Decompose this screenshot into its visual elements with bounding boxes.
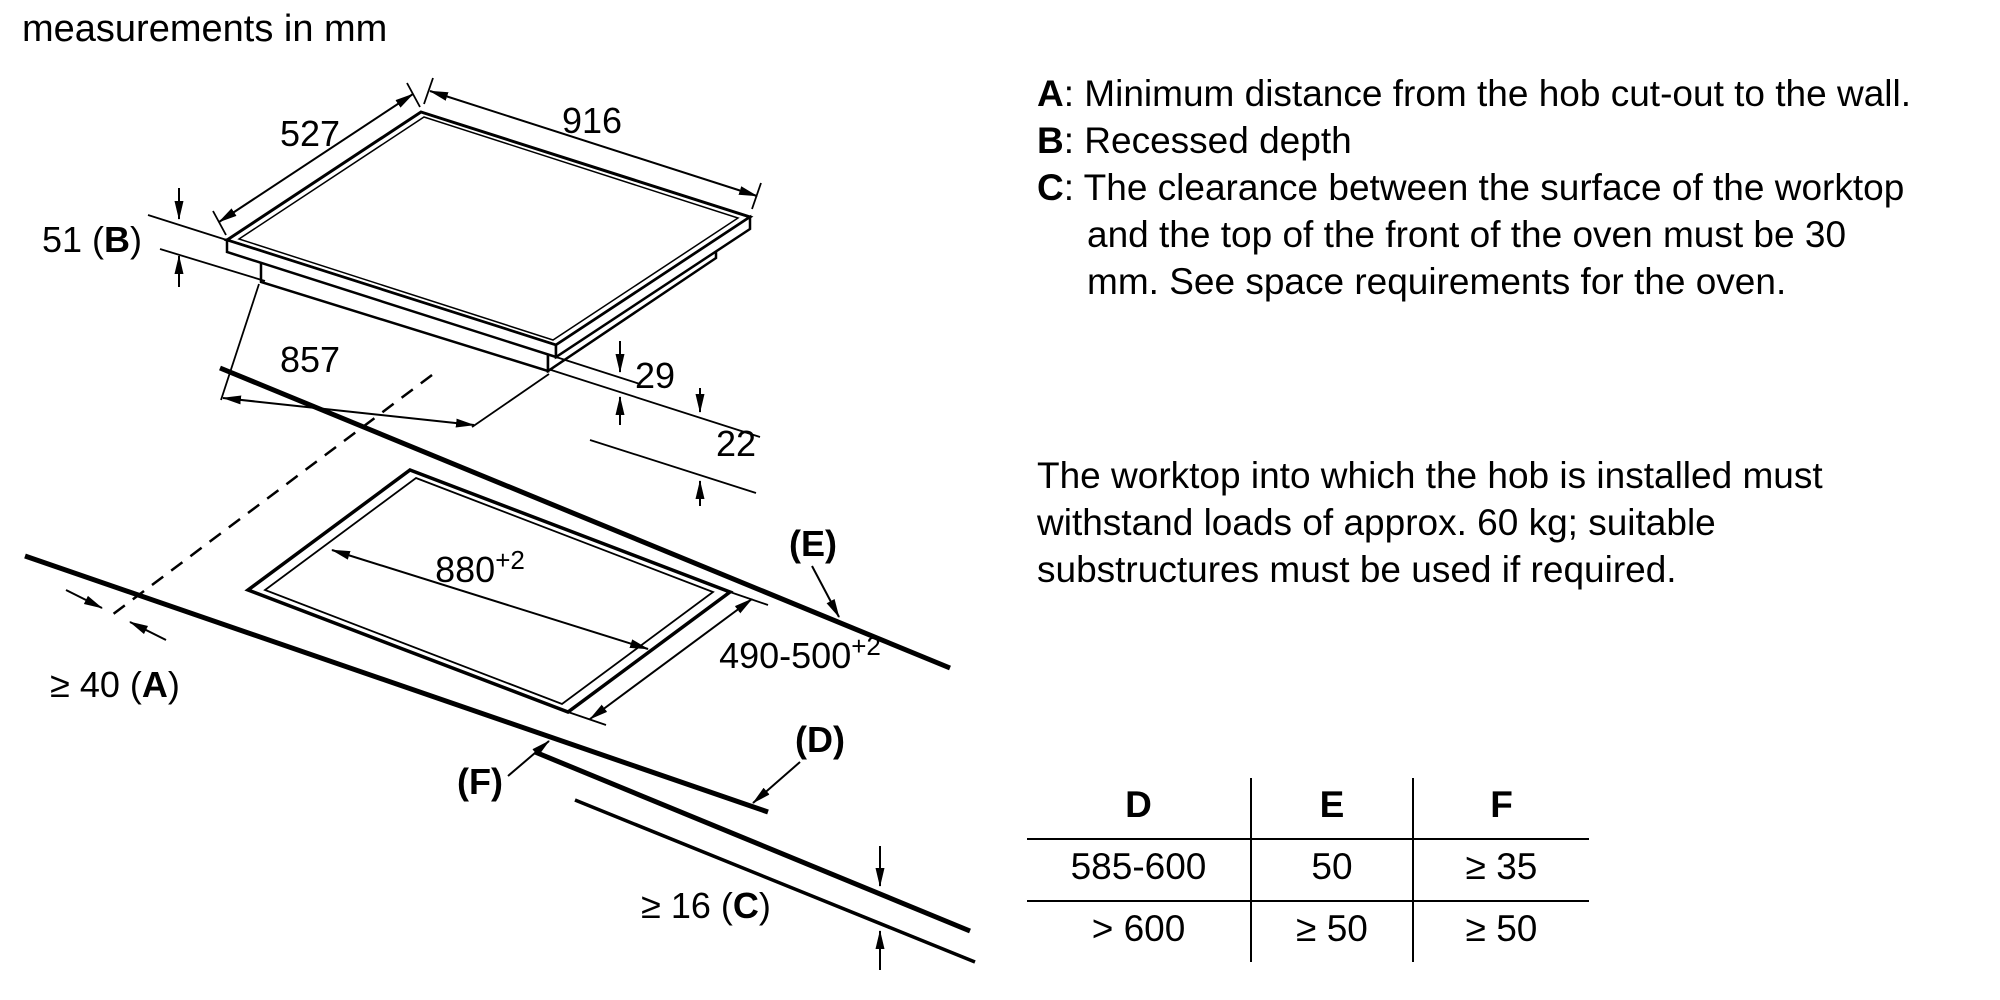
legend-item-A: A: Minimum distance from the hob cut-out… (1037, 70, 1917, 117)
callout-F: (F) (457, 740, 550, 802)
cutout-inner-edge (263, 476, 715, 706)
dim-916-label: 916 (562, 100, 622, 141)
table-cell-r2-D: > 600 (1027, 902, 1252, 962)
legend-item-B: B: Recessed depth (1037, 117, 1917, 164)
callout-D: (D) (752, 719, 845, 804)
dim-51-ext-bottom (159, 248, 266, 282)
legend-text-A: Minimum distance from the hob cut-out to… (1084, 73, 1911, 114)
table-cell-r2-F: ≥ 50 (1465, 908, 1538, 949)
legend-letter-C: C (1037, 167, 1064, 208)
callout-F-label: (F) (457, 761, 503, 802)
dim-490-ext-2 (567, 711, 607, 726)
dim-916: 916 (423, 77, 762, 210)
dim-527: 527 (212, 82, 421, 236)
callout-E-label: (E) (789, 523, 837, 564)
dim-A-arrow-1 (65, 589, 103, 609)
table-cell-r2-E: ≥ 50 (1252, 902, 1414, 962)
dim-22-label: 22 (716, 423, 756, 464)
dim-16C: ≥ 16 (C) (641, 846, 885, 970)
dim-51-ext-top (147, 214, 234, 243)
dim-A: ≥ 40 (A) (50, 589, 180, 705)
dim-857-label: 857 (280, 339, 340, 380)
legend-letter-B: B (1037, 120, 1064, 161)
installation-diagram: 880+2 490-500+2 ≥ 40 (A) (24, 77, 976, 970)
dim-29: 29 (547, 341, 761, 438)
worktop-face-top-edge (534, 749, 971, 934)
dim-29-label: 29 (635, 355, 675, 396)
callout-E: (E) (789, 523, 840, 618)
dim-916-arrow (429, 90, 758, 197)
dim-29-ext-bottom (547, 368, 761, 438)
legend-letter-A: A (1037, 73, 1064, 114)
callout-D-arrow (752, 761, 801, 804)
dim-857-ext-left (220, 283, 260, 401)
dim-527-tick-top (406, 82, 421, 108)
dim-490-500: 490-500+2 (567, 591, 881, 726)
callout-F-arrow (507, 740, 550, 777)
dim-857: 857 (220, 283, 550, 428)
legend-separator: : (1063, 167, 1084, 208)
legend-item-C: C: The clearance between the surface of … (1037, 164, 1917, 305)
legend: A: Minimum distance from the hob cut-out… (1037, 70, 1917, 305)
dim-51-label: 51 (B) (42, 219, 142, 260)
dim-A-label: ≥ 40 (A) (50, 664, 180, 705)
def-dimension-table: D E F 585-600 50 ≥ 35 > 600 ≥ 50 ≥ 50 (1027, 778, 1589, 962)
table-cell-r1-E: 50 (1252, 840, 1414, 902)
dim-51B: 51 (B) (42, 188, 266, 287)
dim-880-label: 880+2 (435, 545, 525, 590)
callout-D-label: (D) (795, 719, 845, 760)
callout-E-arrow (811, 565, 840, 618)
dim-A-arrow-2 (129, 621, 167, 641)
worktop-back-edge (219, 365, 951, 671)
dim-490-ext-1 (729, 591, 769, 606)
legend-text-B: Recessed depth (1084, 120, 1352, 161)
dim-527-arrow (218, 93, 414, 223)
legend-text-C: The clearance between the surface of the… (1083, 167, 1905, 302)
table-header-F: F (1414, 778, 1589, 840)
dim-527-tick-bottom (212, 210, 227, 236)
dim-29-ext-top (555, 356, 641, 385)
dim-527-label: 527 (280, 113, 340, 154)
wall-dashed-line (107, 374, 433, 619)
dim-880: 880+2 (331, 545, 649, 650)
cutout (244, 468, 734, 714)
worktop-front-edge (24, 553, 769, 815)
dim-857-ext-right (471, 373, 550, 428)
dim-916-tick-left (423, 77, 434, 105)
worktop-face-bottom-edge (574, 798, 976, 964)
hob-glass-front-right-face (554, 214, 752, 360)
legend-separator: : (1063, 120, 1085, 161)
page-title: measurements in mm (22, 8, 388, 50)
dim-22-ext-bottom (589, 439, 757, 494)
table-header-D: D (1027, 778, 1252, 840)
legend-separator: : (1063, 73, 1085, 114)
worktop-load-note: The worktop into which the hob is instal… (1037, 455, 1823, 590)
table-cell-r1-F: ≥ 35 (1414, 840, 1589, 902)
table-header-E: E (1252, 778, 1414, 840)
dim-490-label: 490-500+2 (719, 631, 881, 676)
dim-857-arrow (222, 395, 475, 428)
dim-16-label: ≥ 16 (C) (641, 885, 771, 926)
table-cell-r1-D: 585-600 (1027, 840, 1252, 902)
dim-22: 22 (589, 388, 757, 506)
dim-490-arrow (589, 598, 753, 720)
